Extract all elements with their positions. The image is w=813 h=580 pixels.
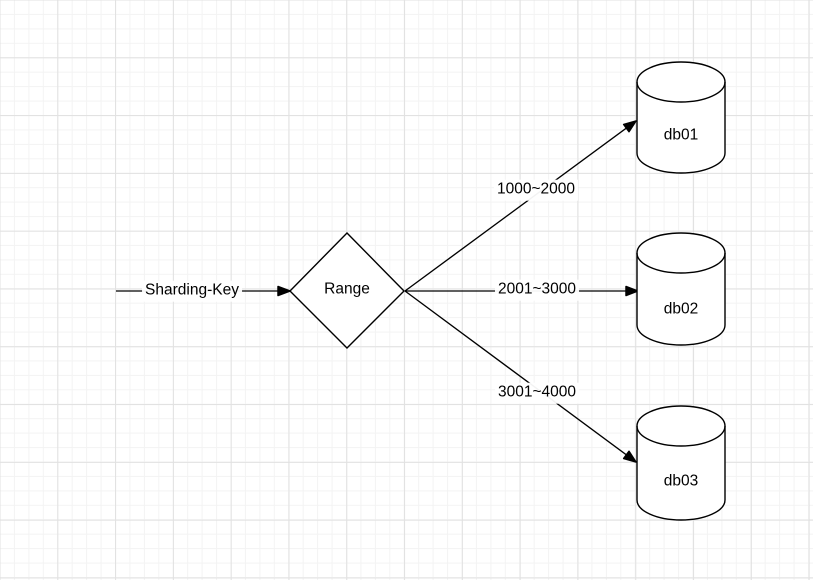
edge-label-3001-4000[interactable]: 3001~4000 bbox=[494, 382, 580, 404]
database-cylinder-db01[interactable] bbox=[636, 61, 726, 174]
node-label-db01[interactable]: db01 bbox=[663, 126, 699, 144]
cylinder-top-ellipse bbox=[636, 252, 726, 274]
database-cylinder-db02[interactable] bbox=[636, 232, 726, 346]
database-cylinder-db03[interactable] bbox=[636, 405, 726, 521]
edge-label-2001-3000[interactable]: 2001~3000 bbox=[494, 279, 580, 301]
node-label-range[interactable]: Range bbox=[324, 280, 370, 298]
cylinder-body bbox=[636, 232, 726, 346]
cylinder-body bbox=[636, 405, 726, 521]
edge-range-to-db03[interactable] bbox=[404, 290, 637, 463]
cylinder-top-ellipse bbox=[636, 81, 726, 103]
node-label-db02[interactable]: db02 bbox=[663, 300, 699, 318]
edge-label-sharding-key[interactable]: Sharding-Key bbox=[142, 280, 242, 302]
node-label-db03[interactable]: db03 bbox=[663, 472, 699, 490]
decision-diamond-range[interactable] bbox=[289, 232, 405, 349]
edge-label-1000-2000[interactable]: 1000~2000 bbox=[493, 179, 579, 201]
cylinder-top-ellipse bbox=[636, 425, 726, 447]
edge-range-to-db01[interactable] bbox=[404, 120, 637, 292]
cylinder-body bbox=[636, 61, 726, 174]
